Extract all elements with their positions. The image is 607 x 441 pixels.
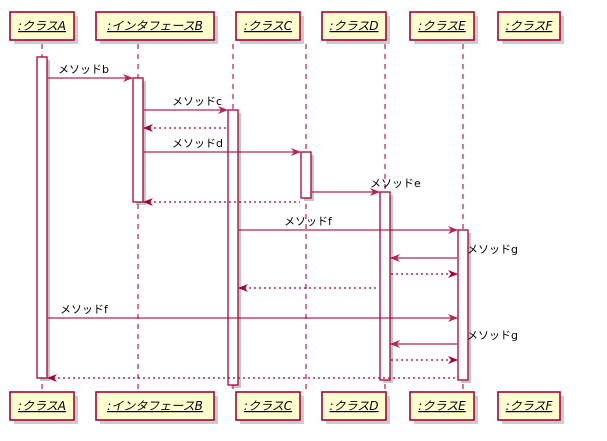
message-label-1: メソッドb bbox=[58, 63, 109, 76]
activation-bar-f bbox=[457, 229, 469, 381]
lifelines-layer bbox=[41, 44, 464, 392]
participant-box-f-top[interactable] bbox=[497, 11, 561, 41]
participant-label-d-top: :クラスD bbox=[329, 19, 378, 33]
activation-bar-b bbox=[132, 77, 144, 203]
activation-bar-e bbox=[379, 191, 391, 381]
participant-box-c-top[interactable] bbox=[235, 11, 301, 41]
participant-label-a-bottom: :クラスA bbox=[18, 399, 66, 413]
participant-label-c-bottom: :クラスC bbox=[244, 399, 293, 413]
activations-layer bbox=[36, 56, 471, 388]
activation-bar-c bbox=[227, 109, 239, 386]
participant-label-c-top: :クラスC bbox=[244, 19, 293, 33]
participant-label-b-bottom: :インタフェースB bbox=[107, 399, 203, 413]
message-label-4: メソッドd bbox=[172, 137, 223, 150]
participant-footer-layer: :クラスA :インタフェースB :クラスC :クラスD :クラスE :クラスF bbox=[9, 391, 564, 424]
participant-box-c-bottom[interactable] bbox=[235, 391, 301, 421]
participant-box-b-top[interactable] bbox=[95, 11, 215, 41]
participant-label-f-top: :クラスF bbox=[506, 19, 554, 33]
participant-box-b-bottom[interactable] bbox=[95, 391, 215, 421]
participant-label-b-top: :インタフェースB bbox=[107, 19, 203, 33]
participant-box-a-bottom[interactable] bbox=[9, 391, 75, 421]
participant-label-a-top: :クラスA bbox=[18, 19, 66, 33]
message-label-12: メソッドg bbox=[467, 329, 518, 342]
participant-label-e-top: :クラスE bbox=[418, 19, 466, 33]
messages-layer: メソッドb メソッドc メソッドd メソッドe メソッドf メソッドg メソッドf メソッドg bbox=[47, 63, 518, 382]
activation-bar-d bbox=[300, 151, 312, 199]
participant-label-e-bottom: :クラスE bbox=[418, 399, 466, 413]
message-label-5: メソッドe bbox=[370, 177, 421, 190]
participant-box-e-bottom[interactable] bbox=[409, 391, 475, 421]
message-label-2: メソッドc bbox=[172, 95, 222, 108]
participant-label-f-bottom: :クラスF bbox=[506, 399, 554, 413]
message-label-11: メソッドf bbox=[60, 303, 109, 316]
activation-bar-a bbox=[36, 56, 48, 379]
participant-box-e-top[interactable] bbox=[409, 11, 475, 41]
participant-box-d-top[interactable] bbox=[321, 11, 387, 41]
participant-label-d-bottom: :クラスD bbox=[329, 399, 378, 413]
message-label-8: メソッドg bbox=[467, 243, 518, 256]
participant-box-f-bottom[interactable] bbox=[497, 391, 561, 421]
participant-box-d-bottom[interactable] bbox=[321, 391, 387, 421]
participant-header-layer: :クラスA :インタフェースB :クラスC :クラスD :クラスE :クラスF bbox=[9, 11, 564, 44]
participant-box-a-top[interactable] bbox=[9, 11, 75, 41]
message-label-7: メソッドf bbox=[284, 215, 333, 228]
